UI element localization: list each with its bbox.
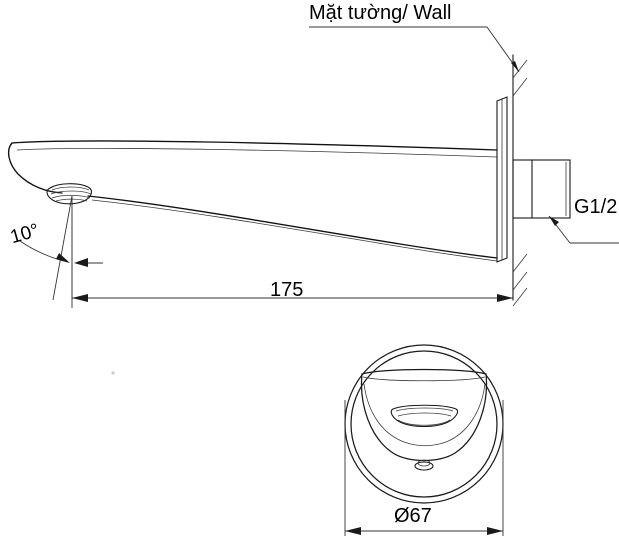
- angle-arrowhead-left: [56, 253, 70, 263]
- wall-flange-plate: [496, 96, 508, 263]
- projection-arrowhead-left: [72, 294, 88, 302]
- flange-inner-circle: [350, 350, 498, 498]
- aerator-hatch-1: [51, 186, 90, 191]
- aerator-hatch-4: [55, 198, 88, 202]
- noise-speck: [111, 371, 115, 375]
- wall-label-leader: [309, 26, 520, 73]
- spout-front-top-rim: [362, 376, 486, 382]
- diameter-label: Ø67: [394, 505, 432, 527]
- diameter-arrowhead-left: [345, 527, 361, 535]
- flange-plate-outline: [496, 96, 508, 263]
- front-aerator-hatch-3: [397, 419, 451, 426]
- wall-label-arrowhead: [511, 61, 519, 72]
- connector-outer-rect: [512, 159, 571, 219]
- aerator-hatch-2: [50, 190, 92, 195]
- side-elevation-view: [7, 26, 619, 308]
- front-elevation-view: [344, 344, 504, 536]
- pip-inner-ellipse: [417, 459, 431, 467]
- spout-body-outline: [7, 140, 498, 262]
- spout-top-edge: [11, 140, 498, 151]
- wall-section: [512, 54, 528, 307]
- inlet-connector-body: [512, 159, 571, 219]
- spout-front-inner-curve: [363, 383, 486, 447]
- angle-arrowhead-right: [74, 258, 88, 267]
- thread-label-leader: [548, 215, 619, 244]
- spout-front-profile: [360, 368, 488, 462]
- front-aerator-hatch-2: [397, 412, 452, 417]
- outlet-angle-dimension: [19, 195, 103, 308]
- wall-hatching: [512, 59, 528, 307]
- spout-front-outline: [360, 368, 488, 462]
- projection-dimension: [71, 210, 513, 302]
- projection-arrowhead-right: [497, 294, 513, 302]
- angle-inclined-line: [52, 195, 73, 301]
- aerator-hatch-3: [51, 194, 91, 199]
- wall-label: Mặt tường/ Wall: [309, 2, 452, 24]
- front-aerator-outline: [390, 404, 459, 428]
- spout-bottom-inner-line: [91, 199, 498, 262]
- spout-bottom-edge: [87, 195, 498, 259]
- front-aerator-detail: [390, 404, 459, 428]
- front-bottom-pip: [414, 459, 434, 471]
- aerator-detail: [46, 183, 93, 205]
- spout-nose-curve: [7, 142, 63, 194]
- flange-outer-circle: [344, 344, 504, 504]
- front-aerator-hatch-1: [395, 407, 454, 412]
- diameter-arrowhead-right: [487, 527, 503, 535]
- pip-outer-ellipse: [414, 461, 434, 471]
- thread-label: G1/2: [574, 196, 618, 218]
- projection-length-label: 175: [270, 279, 304, 301]
- thread-label-arrowhead: [549, 216, 559, 226]
- diameter-dimension: [344, 400, 504, 536]
- spout-top-inner-line: [16, 148, 498, 158]
- aerator-outline: [46, 183, 93, 205]
